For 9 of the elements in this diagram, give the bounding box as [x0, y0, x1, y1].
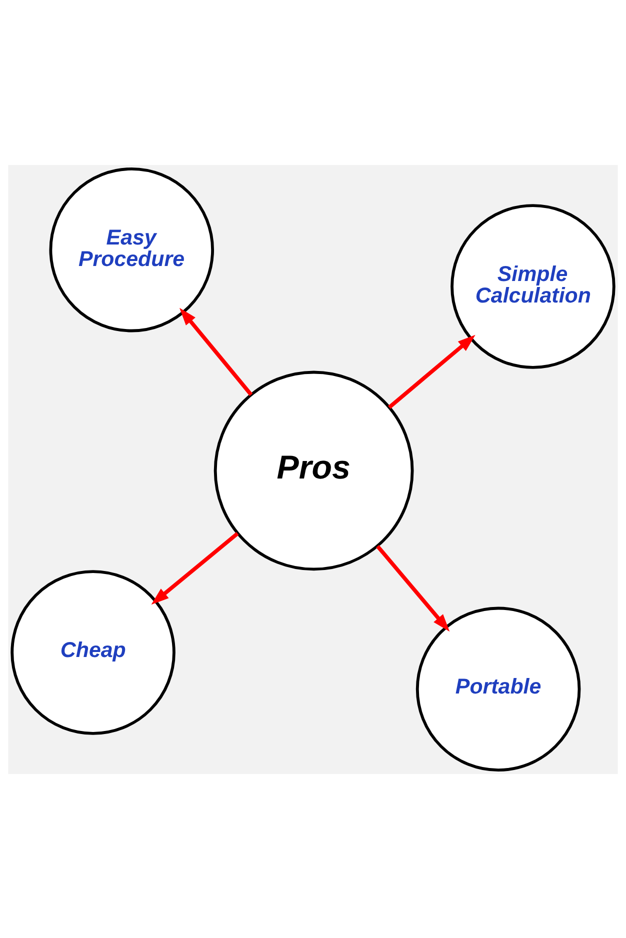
- arrow: [388, 334, 476, 408]
- node-circle: Simple Calculation: [450, 204, 616, 368]
- arrow: [180, 307, 253, 396]
- node-circle: Portable: [416, 606, 581, 772]
- node-circle: Pros: [214, 370, 414, 570]
- node-circle: Cheap: [10, 570, 176, 734]
- node-circle: Easy Procedure: [49, 166, 214, 332]
- arrow: [376, 544, 450, 632]
- arrow: [151, 532, 239, 604]
